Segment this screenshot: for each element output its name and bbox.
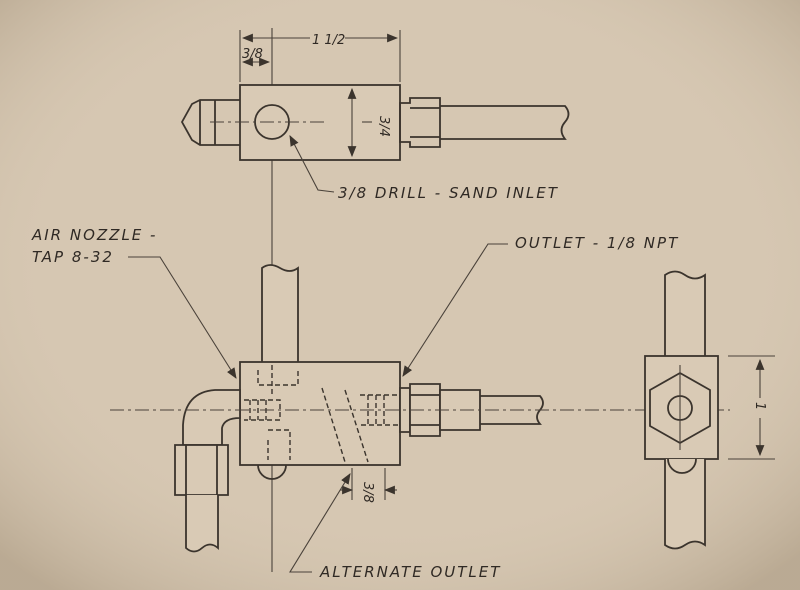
elbow-tube — [185, 495, 219, 553]
top-right-tube — [440, 105, 570, 140]
front-block — [239, 361, 401, 466]
dimension-side-height: 1 — [752, 402, 767, 410]
side-block — [644, 355, 719, 460]
outlet-hex — [409, 383, 441, 437]
side-view: 1 — [644, 270, 775, 550]
dimension-hole-offset: 3/8 — [242, 47, 263, 62]
front-bottom-boss — [257, 464, 287, 480]
dimension-block-height: 3/4 — [376, 116, 391, 137]
label-alternate-outlet: ALTERNATE OUTLET — [319, 563, 501, 581]
elbow-nut — [174, 444, 229, 496]
side-bottom-tube — [664, 459, 706, 550]
front-top-tube — [261, 264, 299, 362]
dimension-alternate-outlet-offset: 3/8 — [360, 482, 375, 503]
label-air-nozzle-line2: TAP 8-32 — [32, 248, 114, 266]
label-air-nozzle-line1: AIR NOZZLE - — [31, 226, 157, 244]
top-right-hex-nut — [399, 97, 441, 148]
label-outlet: OUTLET - 1/8 NPT — [515, 234, 679, 252]
dimension-overall-width: 1 1/2 — [312, 33, 345, 48]
top-view: 1 1/2 3/8 3/4 3/8 DRILL - SAND INLET — [180, 30, 570, 202]
side-top-tube — [664, 270, 706, 356]
front-view: 3/8 AIR NOZZLE - TAP 8-32 OUTLET - 1/8 N… — [31, 226, 730, 581]
label-sand-inlet: 3/8 DRILL - SAND INLET — [338, 184, 559, 202]
